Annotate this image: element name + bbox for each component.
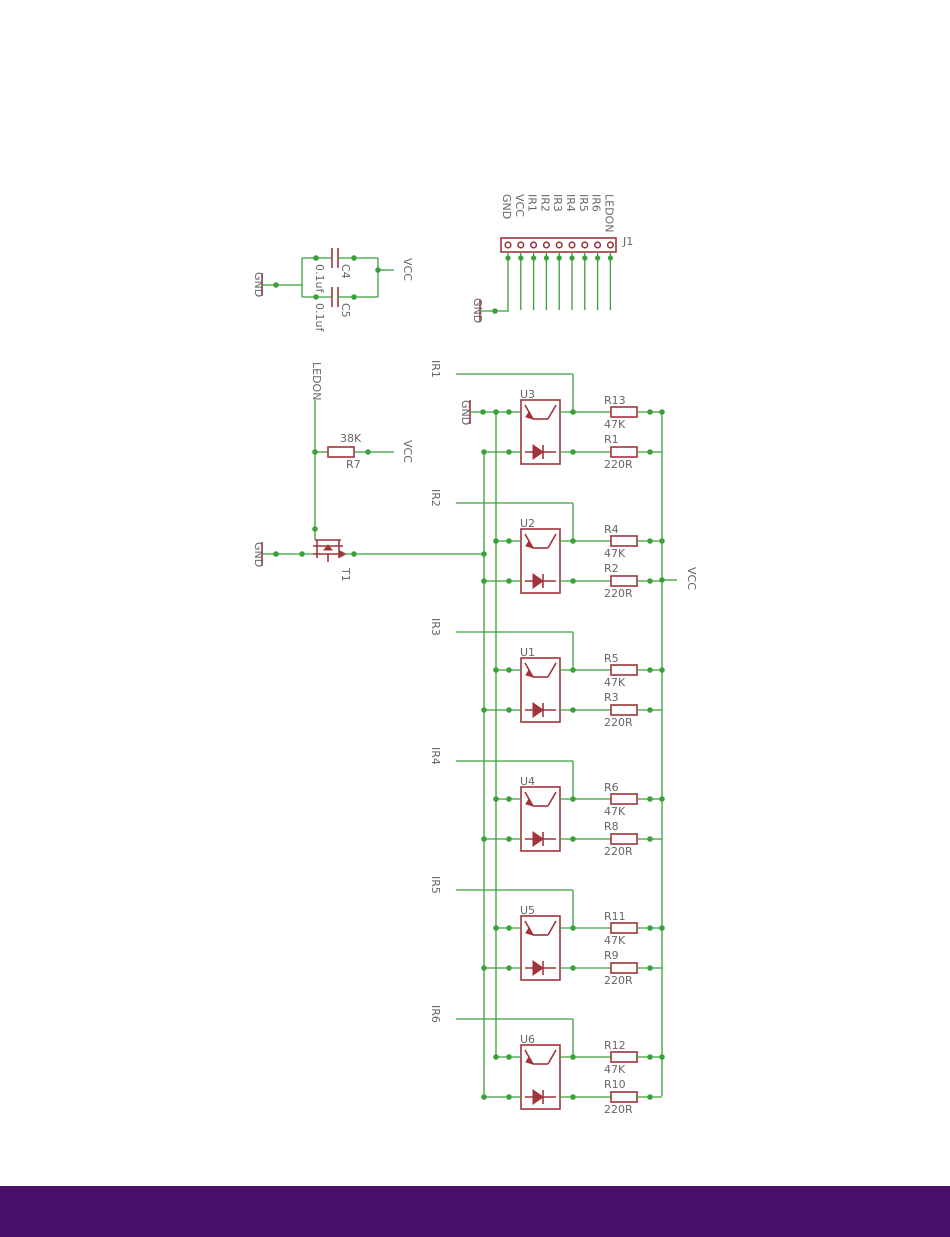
ledon-net-label: LEDON — [310, 362, 323, 400]
caps-gnd-label: GND — [252, 272, 265, 297]
pullup-resistor — [611, 1052, 637, 1062]
buses: VCC GND — [459, 400, 698, 1096]
bus-gnd-label: GND — [459, 400, 472, 425]
ir-net-label: IR3 — [429, 618, 442, 636]
pullup-value: 47K — [604, 676, 626, 689]
led-resistor-value: 220R — [604, 1103, 633, 1116]
led-resistor — [611, 705, 637, 715]
c5-value: 0.1uf — [313, 303, 326, 332]
optocoupler-ref: U1 — [520, 646, 535, 659]
optocoupler-ref: U2 — [520, 517, 535, 530]
connector-pin — [518, 242, 524, 248]
connector-pin — [544, 242, 550, 248]
led-resistor — [611, 963, 637, 973]
r7-vcc-label: VCC — [401, 440, 414, 463]
connector-pin — [582, 242, 588, 248]
connector-pin-label: IR5 — [577, 194, 590, 212]
j1-gnd-label: GND — [471, 298, 484, 323]
led-resistor-ref: R2 — [604, 562, 619, 575]
c4-ref: C4 — [339, 264, 352, 279]
led-resistor-value: 220R — [604, 716, 633, 729]
ir-net-label: IR2 — [429, 489, 442, 507]
led-resistor-ref: R3 — [604, 691, 619, 704]
optocoupler-ref: U6 — [520, 1033, 535, 1046]
optocoupler-ref: U4 — [520, 775, 535, 788]
connector-pin — [608, 242, 614, 248]
connector-pin — [505, 242, 511, 248]
led-driver: LEDON 38K R7 VCC GND T1 — [252, 362, 487, 582]
connector-pin-label: LEDON — [602, 194, 615, 232]
led-resistor-ref: R10 — [604, 1078, 626, 1091]
led-resistor-value: 220R — [604, 458, 633, 471]
pullup-resistor — [611, 407, 637, 417]
led-resistor-ref: R9 — [604, 949, 619, 962]
pullup-ref: R5 — [604, 652, 619, 665]
pullup-ref: R13 — [604, 394, 626, 407]
footer-bar — [0, 1186, 950, 1237]
ir-net-label: IR4 — [429, 747, 442, 765]
ir-net-label: IR5 — [429, 876, 442, 894]
t1-ref: T1 — [339, 567, 352, 582]
caps-vcc-label: VCC — [401, 258, 414, 281]
led-resistor — [611, 447, 637, 457]
pullup-value: 47K — [604, 547, 626, 560]
connector-pin-label: IR3 — [551, 194, 564, 212]
ir-net-label: IR6 — [429, 1005, 442, 1023]
bus-vcc-label: VCC — [685, 567, 698, 590]
connector-pin-label: GND — [500, 194, 513, 219]
connector-pin-label: IR6 — [590, 194, 603, 212]
c5-ref: C5 — [339, 303, 352, 318]
pullup-resistor — [611, 923, 637, 933]
mosfet-t1 — [313, 540, 346, 562]
pullup-value: 47K — [604, 1063, 626, 1076]
connector-pin — [595, 242, 601, 248]
led-resistor-value: 220R — [604, 587, 633, 600]
led-resistor — [611, 576, 637, 586]
r7-value: 38K — [340, 432, 362, 445]
c4-value: 0.1uf — [313, 264, 326, 293]
ir-net-label: IR1 — [429, 360, 442, 378]
connector-pin — [531, 242, 537, 248]
connector-pin-label: IR1 — [526, 194, 539, 212]
optocoupler-ref: U3 — [520, 388, 535, 401]
pullup-value: 47K — [604, 934, 626, 947]
led-resistor-ref: R1 — [604, 433, 619, 446]
led-resistor-value: 220R — [604, 974, 633, 987]
pullup-resistor — [611, 665, 637, 675]
pullup-ref: R4 — [604, 523, 619, 536]
pullup-resistor — [611, 794, 637, 804]
pullup-value: 47K — [604, 805, 626, 818]
decoupling-capacitors: GND VCC C4 0.1uf C5 0.1uf — [252, 248, 414, 332]
connector-ref: J1 — [622, 235, 633, 248]
t1-gnd-label: GND — [252, 542, 265, 567]
pullup-value: 47K — [604, 418, 626, 431]
connector-pin-label: IR2 — [538, 194, 551, 212]
pullup-ref: R11 — [604, 910, 626, 923]
led-resistor — [611, 834, 637, 844]
led-resistor-value: 220R — [604, 845, 633, 858]
led-resistor — [611, 1092, 637, 1102]
pullup-ref: R12 — [604, 1039, 626, 1052]
connector-pin — [556, 242, 562, 248]
optocoupler-ref: U5 — [520, 904, 535, 917]
connector-pin-label: VCC — [513, 194, 526, 217]
pullup-ref: R6 — [604, 781, 619, 794]
r7-ref: R7 — [346, 458, 361, 471]
connector-pin-label: IR4 — [564, 194, 577, 212]
pullup-resistor — [611, 536, 637, 546]
connector-pin — [569, 242, 575, 248]
led-resistor-ref: R8 — [604, 820, 619, 833]
